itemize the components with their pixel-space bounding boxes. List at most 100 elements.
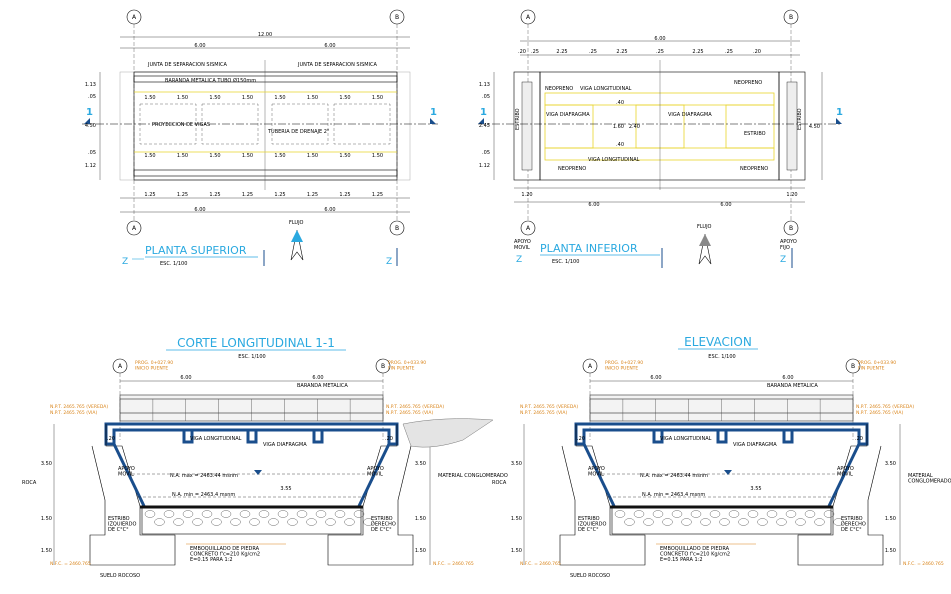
dim-left: 1.12 [479,163,490,169]
section-mark-right: Z [386,257,392,267]
dim-row-top: 1.50 [274,95,285,101]
note-estribo: ESTRIBO [744,131,766,137]
dim-row-top: 1.50 [177,95,188,101]
stone [211,518,222,526]
abutment-left [89,424,176,566]
label-material: MATERIAL CONGLOMERADO [438,473,508,479]
cut-number: 1 [480,107,487,118]
cut-number: 1 [86,107,93,118]
axis-label: A [132,225,137,232]
dim-inner: 1.60 [613,124,624,130]
dim-span: 6.00 [312,375,323,381]
stone [747,510,759,518]
stone [624,518,635,526]
note-baranda: BARANDA METALICA TUBO Ø150mm [165,77,256,84]
dim-total: 12.00 [258,32,272,38]
abutment-right-face [357,443,391,507]
stone [690,510,702,518]
dim-left: .05 [88,150,96,156]
water-marker-icon [254,470,262,475]
stone [681,518,692,526]
axis-label: A [118,363,123,370]
stone [315,510,327,518]
dim-half: 6.00 [324,43,335,49]
stone [173,518,184,526]
label-na-min: N.A. min = 2463.4 msnm [172,492,235,498]
abutment-right [797,424,884,566]
stone [144,510,156,518]
stone [154,518,165,526]
title-planta-inferior: PLANTA INFERIOR [540,242,638,255]
planta-superior: A B A B 12.00 6.00 6.00 [82,9,438,267]
stone [296,510,308,518]
left-dims: 1.13.052.45.051.12 [479,82,490,169]
dim-span: 6.00 [650,375,661,381]
axis-b-bottom-inferior: B [783,220,799,236]
label-roca: ROCA [492,480,507,486]
axis-label: A [526,225,531,232]
abutment-left-face [112,443,146,507]
cut-marker-left: 1 [478,107,487,124]
axis-label: B [789,225,793,232]
scale-planta-superior: ESC. 1/100 [160,261,187,267]
left-dims: 1.13.054.50.051.12 [85,82,96,169]
stone [785,510,797,518]
label-na-max: N.A. max = 2463.44 msnm [640,473,708,479]
label-nfc-right: N.F.C. = 2460.765 [903,561,944,567]
dim-half: 6.00 [324,207,335,213]
stone [633,510,645,518]
dim-bottom: 1.25 [177,192,188,198]
dim-top: .20 [518,49,526,55]
dim-left: 1.13 [479,82,490,88]
dim-bottom: 6.00 [720,202,731,208]
title-planta-superior: PLANTA SUPERIOR [145,244,247,257]
label-npt-left-1: N.P.T. 2465.765 (VEREDA) [50,404,108,410]
dim-small: .20 [385,436,393,442]
dim-bottom: 1.20 [786,192,797,198]
dim-right: 1.50 [885,516,896,522]
stone [728,510,740,518]
dim-row-bottom: 1.50 [177,153,188,159]
diaphragm-beam [716,430,728,444]
dim-bottom: 1.25 [274,192,285,198]
dim-left: 2.45 [479,123,490,129]
section-mark-right: Z [780,255,786,265]
dim-bottom: 1.25 [307,192,318,198]
title-elevacion: ELEVACION [684,335,752,349]
diaphragm-beam [652,430,664,444]
stone [700,518,711,526]
dim-bottom: 1.25 [209,192,220,198]
title-corte: CORTE LONGITUDINAL 1-1 [177,336,335,350]
label-viga-diaf: VIGA DIAFRAGMA [263,442,307,448]
note-neopreno: NEOPRENO [734,80,762,86]
dim-left: 4.50 [85,123,96,129]
stone [239,510,251,518]
stone [192,518,203,526]
riverbed [141,505,362,535]
axis-label: B [789,14,793,21]
cut-number: 1 [430,107,437,118]
label-npt-right-2: N.P.T. 2465.765 (VIA) [386,410,433,416]
cut-marker-right: 1 [836,107,843,124]
stone [334,510,346,518]
dim-left: .05 [482,94,490,100]
label-viga-long: VIGA LONGITUDINAL [190,436,242,442]
dim-inner: .40 [616,100,624,106]
dim-top: .25 [656,49,664,55]
axis-label: A [588,363,593,370]
stone [201,510,213,518]
dim-bottom: 6.00 [588,202,599,208]
dim-row-top: 1.50 [339,95,350,101]
cut-marker-right: 1 [430,107,437,124]
flow-label: FLUJO [289,220,304,226]
label-viga-long: VIGA LONGITUDINAL [660,436,712,442]
label-na-min: N.A. min = 2463.4 msnm [642,492,705,498]
